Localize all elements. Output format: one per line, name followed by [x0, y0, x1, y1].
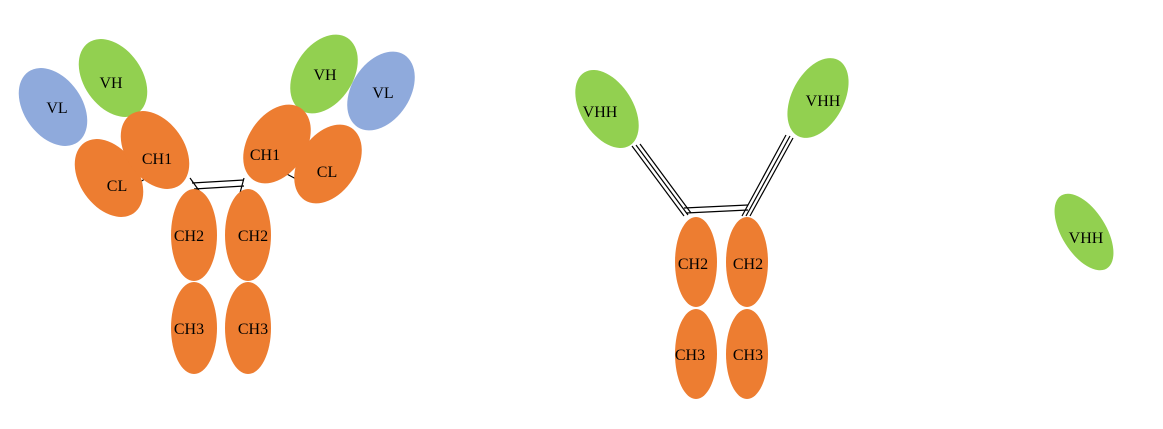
hinge-link-right: [749, 137, 794, 217]
ch1-domain-left: [120, 111, 190, 189]
ch2-domain-left: [675, 217, 717, 307]
vl-label-right: VL: [372, 85, 393, 102]
vhh-label-single: VHH: [1069, 230, 1104, 247]
ch2-label-left: CH2: [174, 228, 204, 245]
hinge-link-right: [741, 134, 787, 217]
hinge-link-left: [639, 143, 692, 214]
cl-domain-left: [74, 139, 144, 217]
hinge-link-right: [745, 135, 791, 217]
ch2-domain-right: [726, 217, 768, 307]
ch2-domain-left: [171, 189, 217, 281]
vh-label-right: VH: [313, 67, 337, 84]
ch3-label-right: CH3: [733, 347, 763, 364]
hinge-disulfide-bond: [193, 185, 245, 190]
hinge-disulfide-bond: [685, 209, 749, 214]
single-domain-vhh: VHH: [1054, 193, 1114, 271]
ch1-label-right: CH1: [250, 147, 280, 164]
ch3-domain-left: [171, 282, 217, 374]
vh-domain-left: [78, 39, 148, 117]
hinge-disulfide-bond: [683, 204, 749, 209]
vhh-label-right: VHH: [806, 93, 841, 110]
ch3-domain-right: [726, 309, 768, 399]
hinge-link-right: [239, 177, 245, 194]
ch1-label-left: CH1: [142, 151, 172, 168]
ch1-domain-right: [243, 104, 311, 184]
ch2-domain-right: [225, 189, 271, 281]
vhh-domain-right: [787, 58, 849, 138]
vh-label-left: VH: [99, 75, 123, 92]
hcab-bonds: [631, 134, 794, 217]
cl-label-right: CL: [317, 164, 337, 181]
conventional-igg-antibody: VL VH CL CH1 VH VL CH1 CL CH2 CH2 CH3 CH…: [18, 34, 415, 374]
vhh-domain-left: [575, 70, 639, 148]
ch3-domain-left: [675, 309, 717, 399]
ch3-label-right: CH3: [238, 321, 268, 338]
hinge-disulfide-bond: [191, 179, 245, 184]
vhh-label-left: VHH: [583, 104, 618, 121]
ch3-label-left: CH3: [675, 347, 705, 364]
vl-domain-left: [18, 68, 88, 146]
ch3-label-left: CH3: [174, 321, 204, 338]
hinge-link-left: [631, 145, 685, 217]
hinge-link-left: [189, 177, 201, 193]
vl-label-left: VL: [46, 100, 67, 117]
cl-domain-right: [294, 124, 362, 204]
ch2-label-right: CH2: [733, 256, 763, 273]
vhh-domain-single: [1054, 193, 1114, 271]
ch2-label-left: CH2: [678, 256, 708, 273]
cl-label-left: CL: [107, 178, 127, 195]
ch3-domain-right: [225, 282, 271, 374]
vl-domain-right: [347, 51, 415, 131]
vh-domain-right: [290, 34, 358, 114]
heavy-chain-only-antibody: VHH VHH CH2 CH2 CH3 CH3: [575, 58, 849, 399]
hinge-link-left: [635, 144, 689, 216]
ch2-label-right: CH2: [238, 228, 268, 245]
